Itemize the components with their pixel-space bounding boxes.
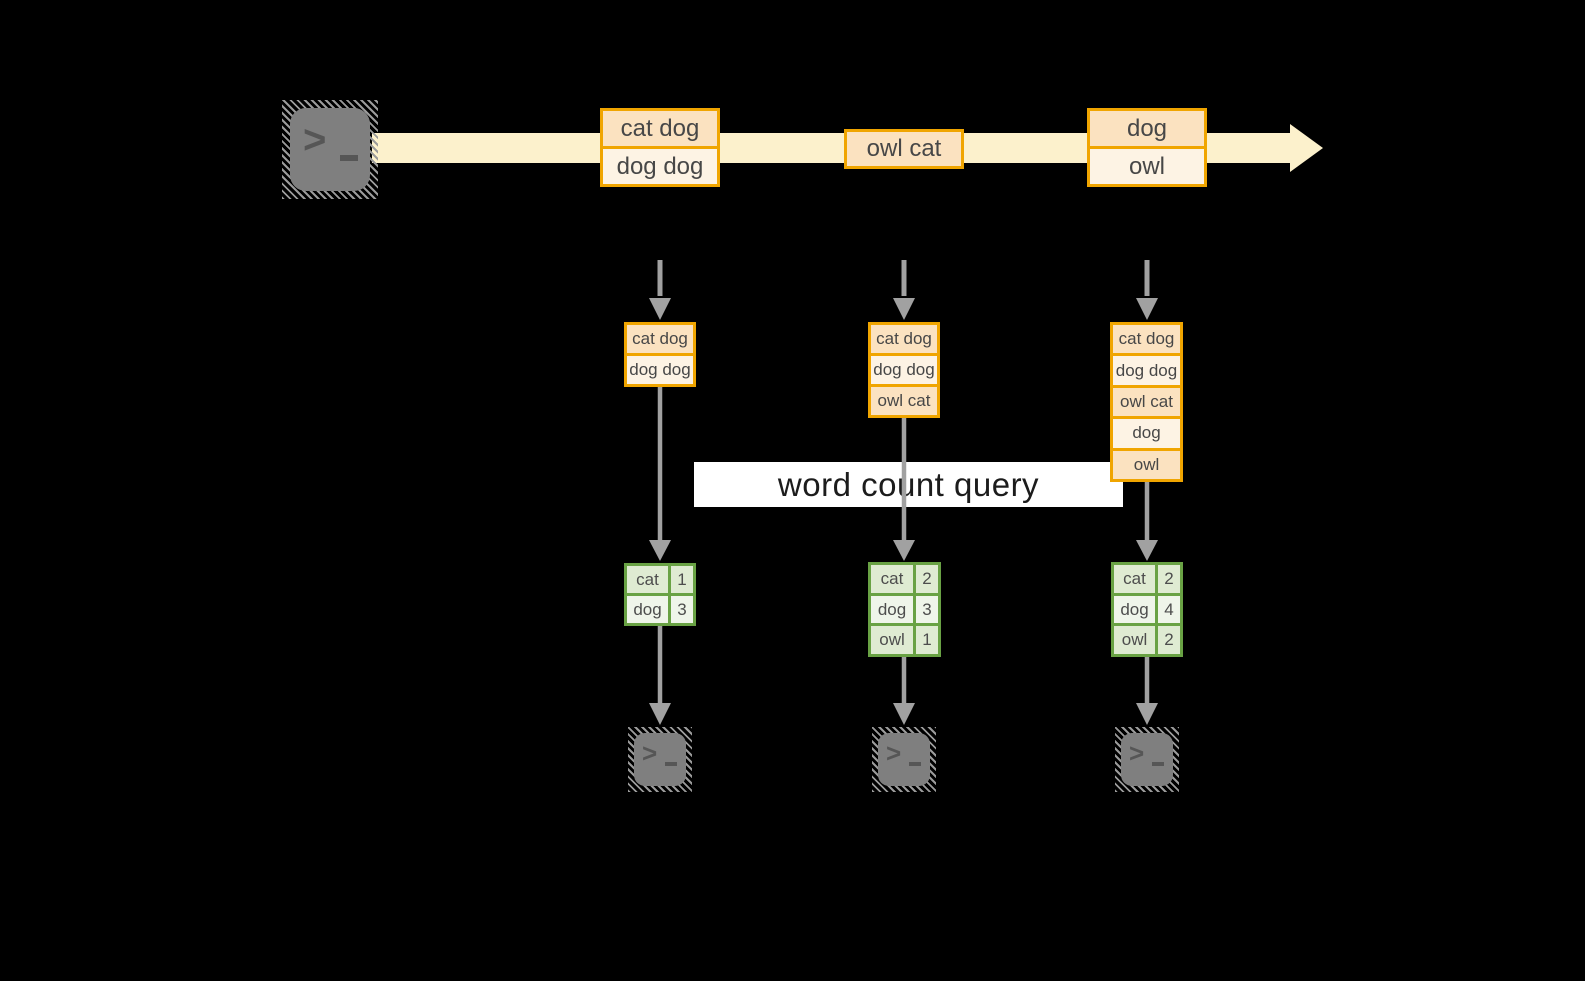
table-to-terminal-arrow (893, 656, 915, 725)
stack-item: dog dog (627, 356, 693, 384)
word-cell: owl (871, 626, 916, 655)
dashed-arrow (649, 260, 671, 320)
table-row: cat 2 (871, 565, 938, 596)
stack-item: owl cat (1113, 387, 1180, 420)
table-row: cat 1 (627, 566, 693, 596)
stream-message-box: owl cat (844, 129, 964, 169)
dashed-arrow (893, 260, 915, 320)
word-cell: cat (871, 565, 916, 593)
stack-to-table-arrow (1136, 481, 1158, 561)
table-row: dog 3 (871, 595, 938, 627)
consumer-terminal: > (872, 727, 936, 792)
terminal-icon: > (878, 733, 930, 786)
stack-to-table-arrow (649, 386, 671, 561)
stack-to-table-arrow (893, 417, 915, 561)
count-cell: 4 (1158, 595, 1180, 624)
table-to-terminal-arrow (1136, 656, 1158, 725)
message-line: cat dog (603, 111, 717, 149)
terminal-icon: > (1121, 733, 1173, 786)
message-stack: cat dog dog dog owl cat dog owl (1110, 322, 1183, 482)
cursor-icon (340, 155, 358, 161)
word-cell: cat (627, 566, 671, 593)
cursor-icon (665, 762, 677, 766)
table-row: dog 3 (627, 596, 693, 623)
table-row: cat 2 (1114, 565, 1180, 596)
count-cell: 3 (671, 596, 693, 623)
consumer-terminal: > (1115, 727, 1179, 792)
terminal-icon: > (634, 733, 686, 786)
stack-item: owl cat (871, 387, 937, 415)
count-table: cat 1 dog 3 (624, 563, 696, 626)
message-line: dog dog (603, 149, 717, 184)
count-table: cat 2 dog 3 owl 1 (868, 562, 941, 657)
message-stack: cat dog dog dog owl cat (868, 322, 940, 418)
cursor-icon (1152, 762, 1164, 766)
cursor-icon (909, 762, 921, 766)
message-line: owl (1090, 149, 1204, 184)
stack-item: dog dog (871, 356, 937, 387)
count-cell: 1 (671, 566, 693, 593)
count-table: cat 2 dog 4 owl 2 (1111, 562, 1183, 657)
source-terminal: > (282, 100, 378, 199)
stack-item: dog dog (1113, 356, 1180, 388)
prompt-icon: > (642, 738, 658, 768)
prompt-icon: > (886, 738, 902, 768)
count-cell: 3 (916, 595, 938, 624)
query-label-box: word count query (694, 462, 1123, 507)
prompt-icon: > (1129, 738, 1145, 768)
query-label: word count query (777, 465, 1040, 503)
word-cell: dog (627, 596, 671, 623)
stack-item: owl (1113, 450, 1180, 480)
word-cell: cat (1114, 565, 1158, 593)
table-row: owl 2 (1114, 626, 1180, 655)
count-cell: 2 (1158, 565, 1180, 593)
stream-message-box: cat dog dog dog (600, 108, 720, 187)
message-line: dog (1090, 111, 1204, 149)
count-cell: 2 (916, 565, 938, 593)
stream-message-box: dog owl (1087, 108, 1207, 187)
stack-item: cat dog (627, 325, 693, 356)
table-to-terminal-arrow (649, 625, 671, 725)
word-cell: owl (1114, 626, 1158, 655)
table-row: owl 1 (871, 626, 938, 655)
dashed-arrow (1136, 260, 1158, 320)
message-stack: cat dog dog dog (624, 322, 696, 387)
count-cell: 1 (916, 626, 938, 655)
count-cell: 2 (1158, 626, 1180, 655)
terminal-icon: > (290, 108, 370, 191)
stack-item: cat dog (1113, 325, 1180, 357)
table-row: dog 4 (1114, 595, 1180, 627)
stack-item: dog (1113, 419, 1180, 451)
consumer-terminal: > (628, 727, 692, 792)
prompt-icon: > (303, 118, 327, 162)
word-cell: dog (871, 595, 916, 624)
word-cell: dog (1114, 595, 1158, 624)
message-line: owl cat (847, 132, 961, 166)
stack-item: cat dog (871, 325, 937, 356)
